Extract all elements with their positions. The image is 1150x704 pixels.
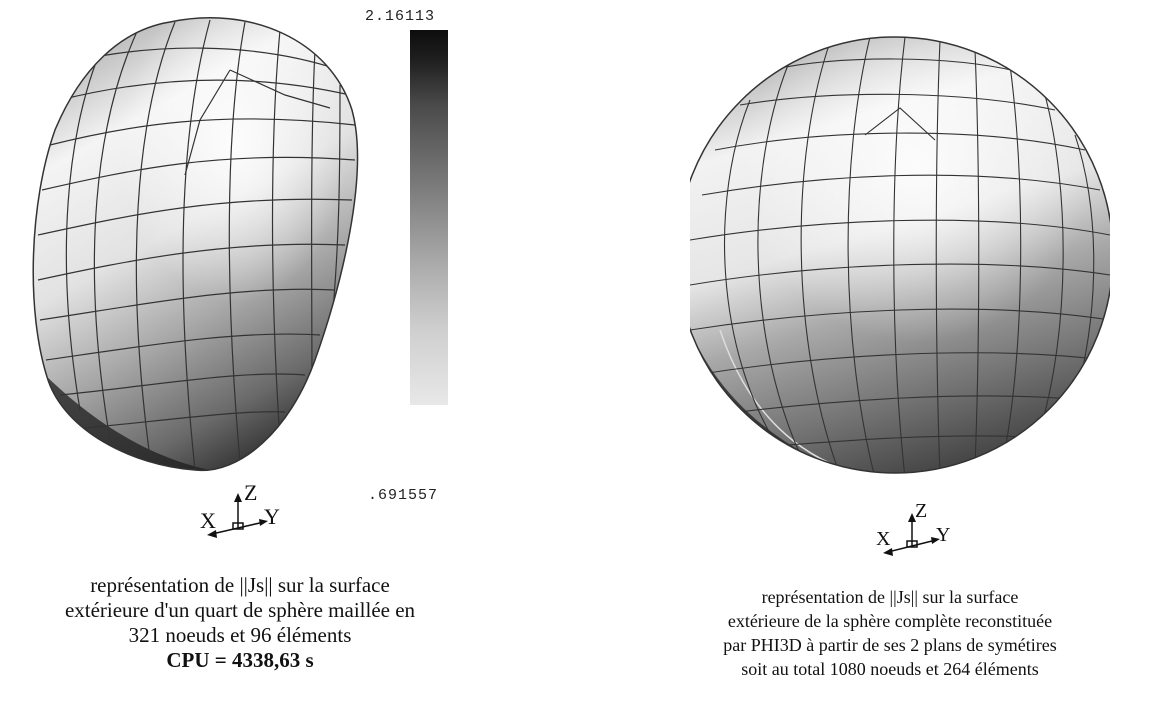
right-caption-line-1: représentation de ||Js|| sur la surface [761,587,1019,607]
axis-x-label: X [200,508,216,533]
axis-z-label: Z [915,500,928,522]
right-caption-line-4: soit au total 1080 noeuds et 264 élément… [741,659,1039,679]
color-scale-bar [410,30,448,405]
axes-triad-left: Z X Y [198,480,288,544]
axes-triad-right: Z X Y [872,500,962,562]
right-caption: représentation de ||Js|| sur la surface … [640,585,1140,681]
full-sphere-mesh [690,36,1110,474]
scale-min-label: .691557 [368,487,439,504]
left-caption-line-2: extérieure d'un quart de sphère maillée … [64,598,416,622]
axes-arrows-icon [207,493,268,538]
axes-arrows-icon [883,513,940,556]
axis-x-label: X [876,528,891,550]
quarter-sphere-mesh [32,17,359,472]
axis-y-label: Y [264,504,280,529]
left-caption-line-3: 321 noeuds et 96 éléments [128,623,352,647]
left-caption: représentation de ||Js|| sur la surface … [0,573,480,673]
right-caption-line-3: par PHI3D à partir de ses 2 plans de sym… [723,635,1057,655]
left-caption-line-1: représentation de ||Js|| sur la surface [90,573,390,597]
cpu-time: CPU = 4338,63 s [166,648,314,672]
axis-y-label: Y [936,524,951,546]
right-caption-line-2: extérieure de la sphère complète reconst… [727,611,1053,631]
axis-z-label: Z [244,480,258,505]
scale-max-label: 2.16113 [365,8,436,25]
